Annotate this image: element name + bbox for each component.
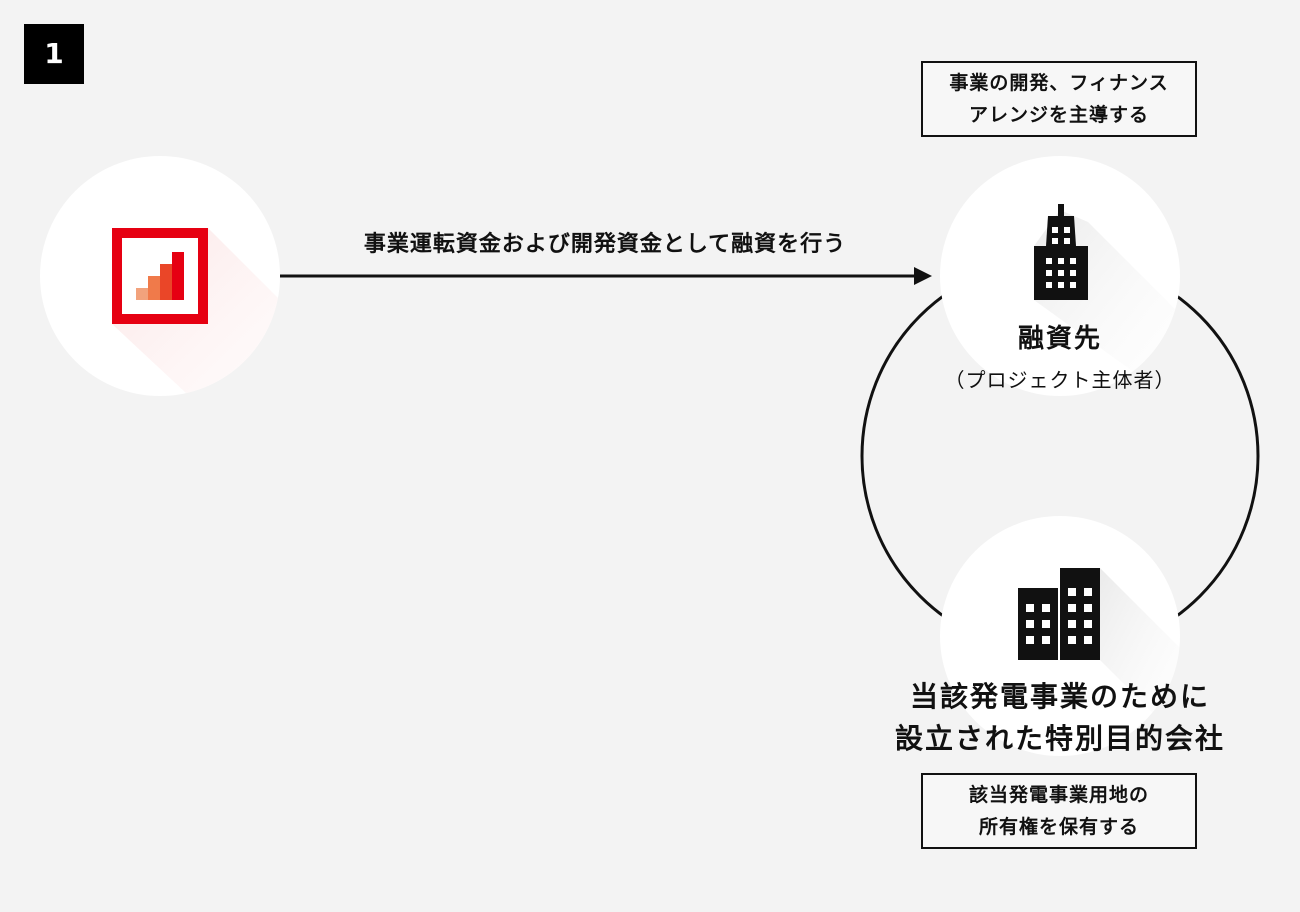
developer-note-line2: アレンジを主導する <box>968 104 1149 126</box>
financee-subtitle: （プロジェクト主体者） <box>944 368 1176 392</box>
spc-title: 当該発電事業のために 設立された特別目的会社 <box>860 676 1260 760</box>
spc-title-line2: 設立された特別目的会社 <box>894 722 1225 755</box>
financee-node <box>940 156 1180 396</box>
loan-arrow <box>280 267 932 285</box>
land-note-line1: 該当発電事業用地の <box>968 784 1149 806</box>
bank-logo-icon <box>112 228 208 324</box>
land-note-line2: 所有権を保有する <box>978 816 1139 838</box>
developer-note-box: 事業の開発、フィナンス アレンジを主導する <box>921 61 1197 137</box>
twin-buildings-icon <box>1018 568 1100 660</box>
step-number-badge: 1 <box>24 24 84 84</box>
financee-title: 融資先 <box>1017 324 1102 354</box>
developer-note-line1: 事業の開発、フィナンス <box>949 72 1169 94</box>
spc-title-line1: 当該発電事業のために <box>909 680 1210 713</box>
lender-node <box>40 156 280 396</box>
land-ownership-note-box: 該当発電事業用地の 所有権を保有する <box>921 773 1197 849</box>
tower-building-icon <box>1034 204 1088 300</box>
loan-arrow-label: 事業運転資金および開発資金として融資を行う <box>363 232 847 257</box>
